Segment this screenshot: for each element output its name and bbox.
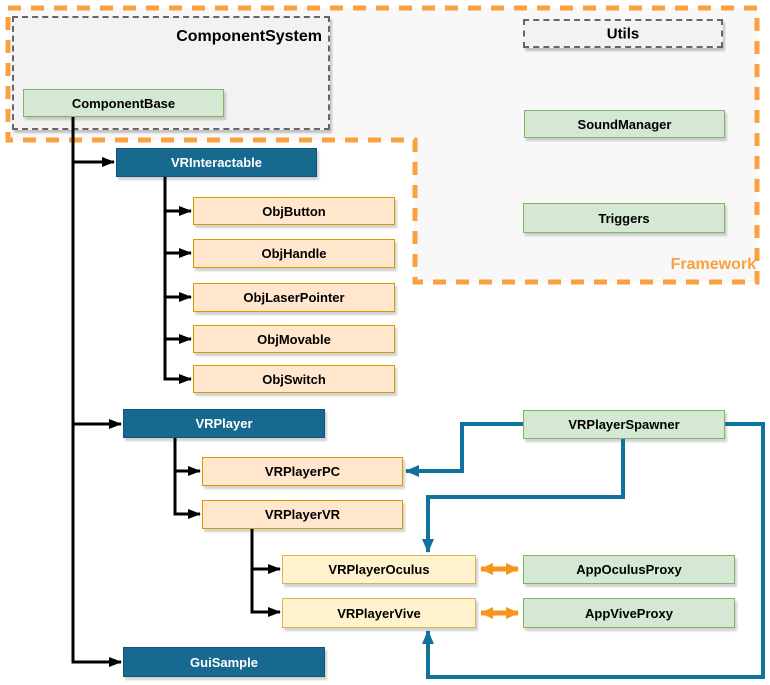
node-vrplayeroculus: VRPlayerOculus (282, 555, 476, 584)
node-guisample: GuiSample (123, 647, 325, 677)
node-objbutton: ObjButton (193, 197, 395, 225)
node-vrinteractable: VRInteractable (116, 148, 317, 177)
node-componentbase: ComponentBase (23, 89, 224, 117)
node-objhandle: ObjHandle (193, 239, 395, 268)
node-vrplayerspawner: VRPlayerSpawner (523, 410, 725, 439)
node-soundmanager: SoundManager (524, 110, 725, 138)
node-appviveproxy: AppViveProxy (523, 598, 735, 628)
node-vrplayervive: VRPlayerVive (282, 598, 476, 628)
group-component-system-title: ComponentSystem (176, 28, 322, 45)
group-utils-title: Utils (606, 25, 640, 42)
node-triggers: Triggers (523, 203, 725, 233)
node-objmovable: ObjMovable (193, 325, 395, 353)
node-appoculusproxy: AppOculusProxy (523, 555, 735, 584)
node-objlaserpointer: ObjLaserPointer (193, 283, 395, 312)
node-vrplayerpc: VRPlayerPC (202, 457, 403, 486)
node-vrplayervr: VRPlayerVR (202, 500, 403, 529)
node-objswitch: ObjSwitch (193, 365, 395, 393)
node-vrplayer: VRPlayer (123, 409, 325, 438)
framework-label: Framework (670, 256, 756, 273)
group-utils: Utils (523, 19, 723, 48)
